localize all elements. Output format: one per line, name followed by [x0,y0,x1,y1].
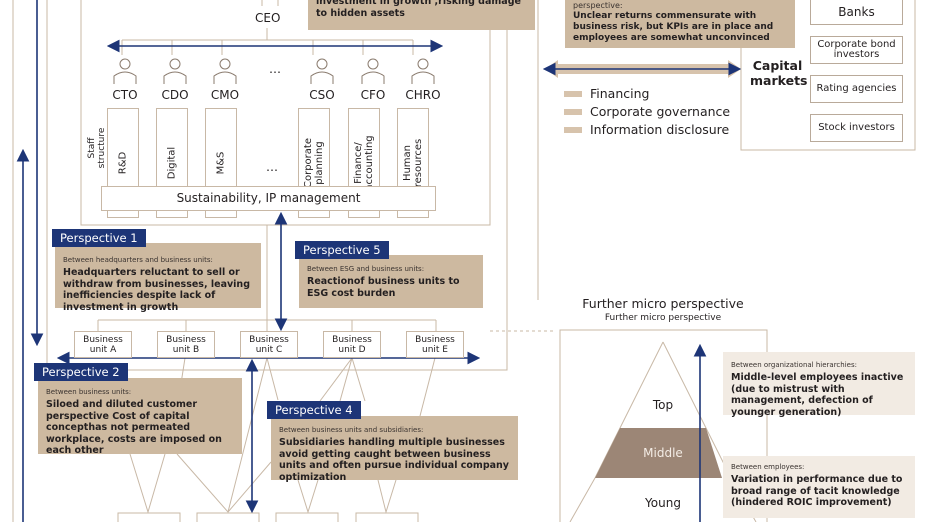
perspective-5-label: Perspective 5 [295,241,389,259]
capital-callout-context: perspective: [573,1,623,10]
rating-agencies-box: Rating agencies [810,75,903,103]
business-unit-b: Business unit B [157,331,215,358]
ceo-callout: investment in growth ,risking damage to … [308,0,535,30]
perspective-2-label: Perspective 2 [34,363,128,381]
middle-band [595,428,722,478]
perspective-4-callout: Between business units and subsidiaries:… [271,416,518,483]
legend-corporate-governance: Corporate governance [564,104,730,119]
sustainability-ip-bar: Sustainability, IP management [101,186,436,211]
perspective-1-callout: Between headquarters and business units:… [55,243,261,313]
capital-markets-title: Capital markets [750,58,808,88]
staff-structure-label: Staff structure [87,127,107,169]
micro-subtitle: Further micro perspective [604,313,722,323]
business-unit-a: Business unit A [74,331,132,358]
stock-investors-box: Stock investors [810,114,903,142]
pyramid-middle: Middle [643,446,683,460]
perspective-1-label: Perspective 1 [52,229,146,247]
exec-ellipsis: … [269,62,281,76]
exec-cdo: CDO [161,88,189,102]
exec-cmo: CMO [210,88,240,102]
legend-information-disclosure: Information disclosure [564,122,729,137]
exec-cto: CTO [112,88,138,102]
pyramid-top: Top [652,398,674,412]
business-unit-c: Business unit C [240,331,298,358]
exec-chro: CHRO [405,88,441,102]
capital-callout: perspective: Unclear returns commensurat… [565,0,795,48]
person-icons [113,58,435,84]
left-arrow-icon [564,108,582,115]
business-unit-e: Business unit E [406,331,464,358]
hierarchy-callout: Between organizational hierarchies: Midd… [723,352,915,418]
bond-investors-box: Corporate bond investors [810,36,903,64]
business-unit-d: Business unit D [323,331,381,358]
exec-cso: CSO [309,88,335,102]
ceo-label: CEO [255,11,281,25]
pyramid-young: Young [645,496,681,510]
legend-financing: Financing [564,86,649,101]
perspective-2-callout: Between business units: Siloed and dilut… [38,378,242,456]
perspective-5-callout: Between ESG and business units: Reaction… [299,255,483,308]
right-arrow-icon [564,126,582,133]
employees-callout: Between employees: Variation in performa… [723,456,915,518]
exec-cfo: CFO [360,88,386,102]
banks-box: Banks [810,0,903,25]
staff-ellipsis: … [266,160,278,174]
perspective-4-label: Perspective 4 [267,401,361,419]
double-arrow-icon [564,90,582,97]
micro-title: Further micro perspective [582,296,744,311]
